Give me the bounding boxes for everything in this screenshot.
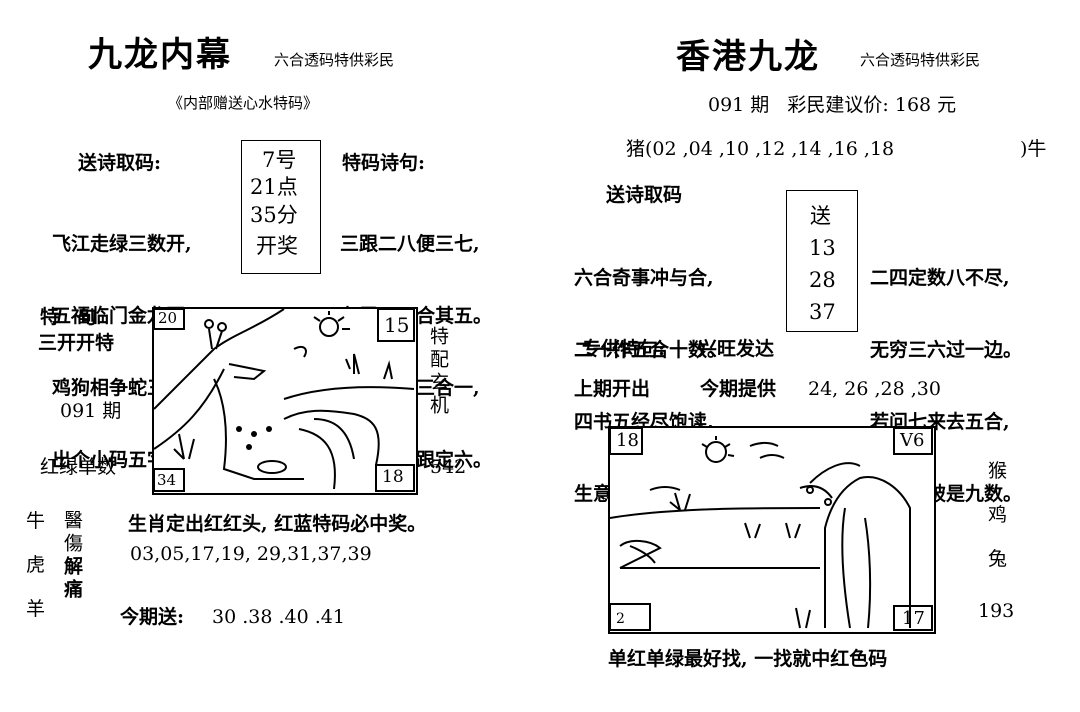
right-title: 香港九龙 [676, 37, 820, 77]
corner-number: 34 [157, 471, 177, 489]
special-text: 兴旺发达 [698, 338, 775, 360]
left-title: 九龙内幕 [88, 35, 232, 75]
special-label: 专供特句: [582, 338, 666, 360]
issue-price: 091 期 彩民建议价: 168 元 [708, 94, 957, 116]
right-illustration: 18 V6 2 17 [608, 426, 936, 634]
poem-line: 无穷三六过一边。 [870, 339, 1023, 361]
draw-hour: 21点 [250, 175, 298, 199]
left-sentence: 生肖定出红红头, 红蓝特码必中奖。 [128, 513, 427, 535]
draw-info-box [241, 140, 321, 274]
right-sketch-drawing [609, 427, 933, 631]
corner-number: 17 [902, 608, 925, 629]
vertical-text: 醫傷 [61, 510, 83, 556]
poem-line: 飞江走绿三数开, [52, 233, 192, 255]
right-tagline: 六合透码特供彩民 [860, 51, 981, 69]
left-subtitle: 《内部赠送心水特码》 [168, 94, 319, 112]
zodiac: 牛 [26, 510, 46, 532]
zodiac: 羊 [26, 598, 46, 620]
send-box-number: 13 [809, 236, 836, 260]
zodiac: 兔 [988, 548, 1008, 570]
draw-minute: 35分 [250, 203, 298, 227]
send-box-number: 37 [809, 300, 836, 324]
color-hint: 红绿单数 [40, 456, 117, 478]
zodiac: 虎 [26, 554, 46, 576]
poem-line: 六合奇事冲与合, [574, 267, 714, 289]
last-label: 上期开出 [574, 378, 651, 400]
corner-number: 20 [158, 309, 178, 327]
special-poem-label: 特码诗句: [342, 152, 426, 174]
corner-number: 15 [384, 313, 410, 337]
corner-number: 2 [616, 611, 625, 627]
offer-label: 今期提供 [700, 378, 777, 400]
poem-line: 三跟二八便三七, [340, 233, 480, 255]
draw-label: 开奖 [256, 234, 298, 258]
pig-line: 猪(02 ,04 ,10 ,12 ,14 ,16 ,18 [626, 138, 895, 160]
special-sentence-label: 特 句 [40, 306, 98, 328]
left-issue: 091 期 [60, 400, 122, 422]
send-numbers: 30 .38 .40 .41 [212, 606, 345, 628]
left-sketch-drawing [153, 308, 415, 492]
right-poem-label: 送诗取码 [606, 184, 683, 206]
corner-number: V6 [900, 430, 925, 451]
zodiac: 猴 [988, 460, 1008, 482]
draw-number: 7号 [262, 148, 297, 172]
send-box [786, 190, 858, 332]
left-poem-label: 送诗取码: [78, 152, 162, 174]
left-numbers: 03,05,17,19, 29,31,37,39 [130, 543, 372, 565]
pig-end: )牛 [1020, 138, 1047, 160]
left-side-number: 542 [430, 456, 467, 478]
offer-numbers: 24, 26 ,28 ,30 [808, 378, 941, 400]
vertical-text: 解痛 [61, 556, 83, 602]
send-label: 今期送: [120, 606, 185, 628]
right-side-number: 193 [978, 600, 1015, 622]
poem-line: 二一作五合十数。 [574, 339, 727, 361]
corner-number: 18 [616, 430, 639, 451]
right-footer: 单红单绿最好找, 一找就中红色码 [608, 648, 888, 670]
side-text: 特配玄机 [427, 326, 449, 418]
poem-line: 二四定数八不尽, [870, 267, 1010, 289]
left-illustration: 20 15 34 18 [152, 307, 418, 495]
send-box-number: 28 [809, 268, 836, 292]
special-sentence: 三开开特 [38, 332, 115, 354]
corner-number: 18 [382, 467, 404, 487]
zodiac: 鸡 [988, 504, 1008, 526]
left-tagline: 六合透码特供彩民 [274, 51, 395, 69]
send-box-label: 送 [810, 204, 831, 228]
